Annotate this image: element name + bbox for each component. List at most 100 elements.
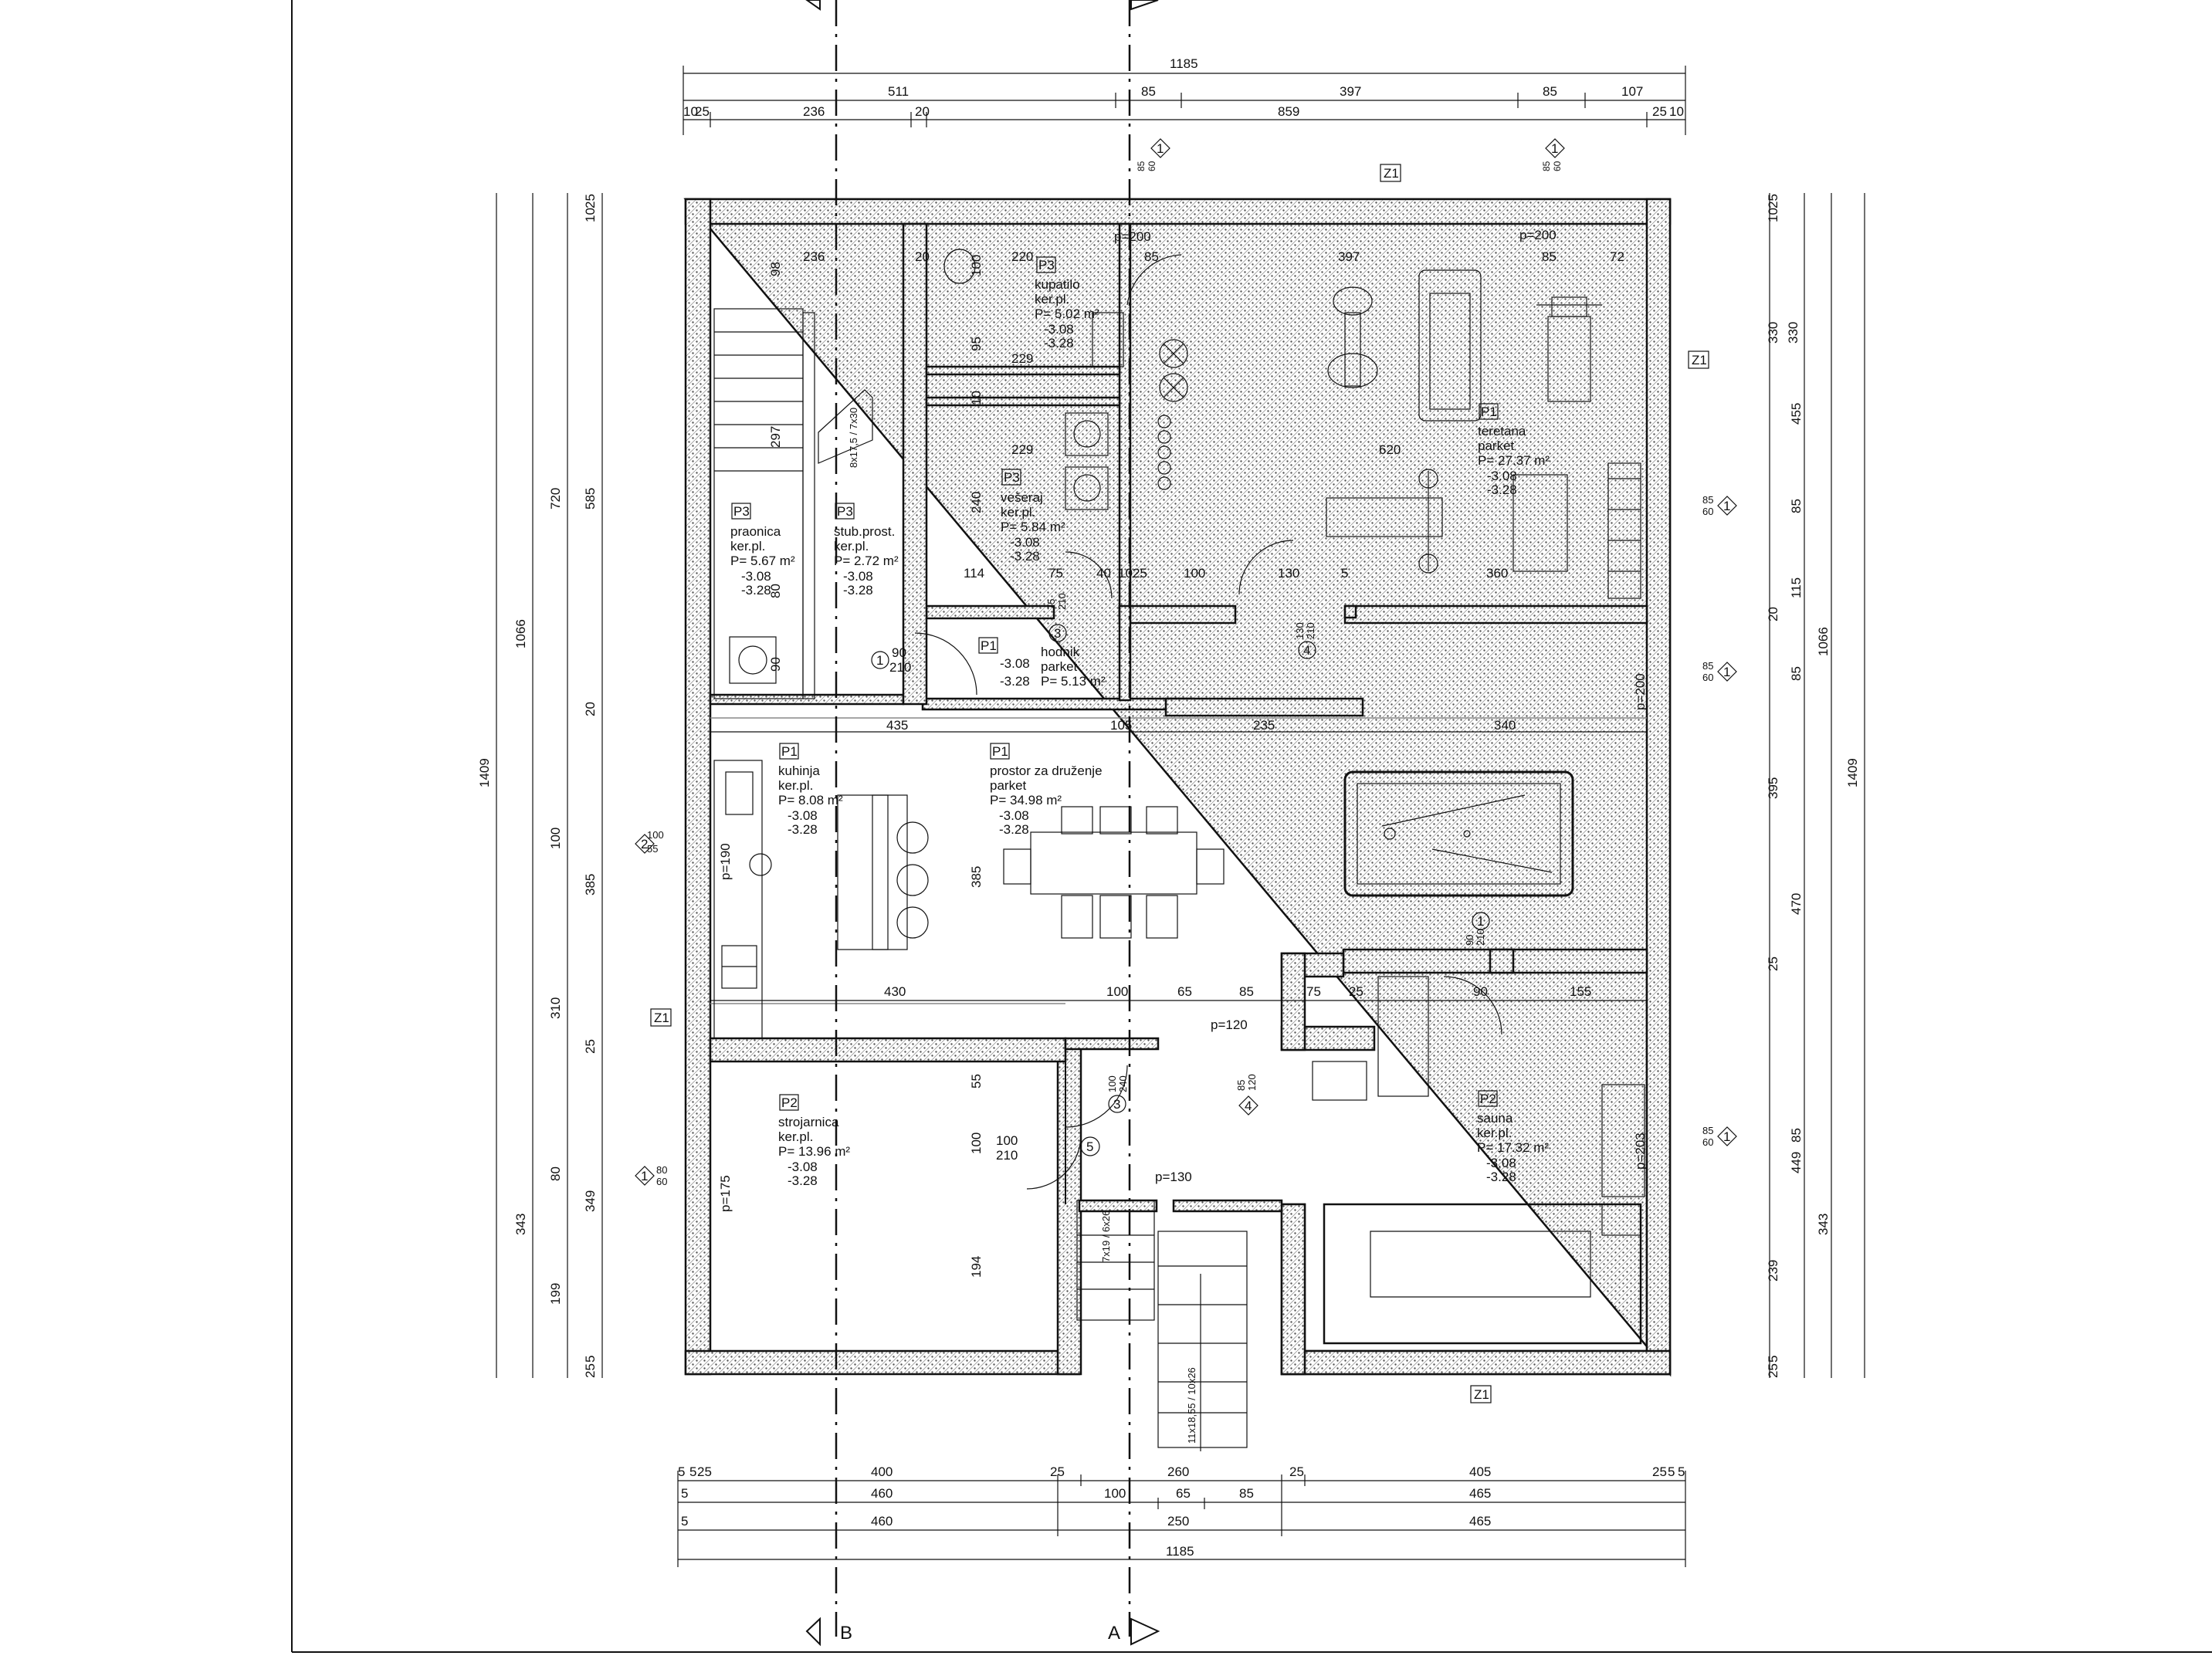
dim-inner-20: 20 bbox=[915, 249, 930, 264]
tag-z1-top: Z1 bbox=[1384, 166, 1399, 181]
dim-right-25c: 25 bbox=[1766, 1363, 1780, 1378]
room-prostor-za-druzenje: P1 prostor za druženje parket P= 34.98 m… bbox=[990, 743, 1103, 837]
door-height: 55 bbox=[647, 843, 658, 855]
room-finish: ker.pl. bbox=[1035, 292, 1069, 306]
door-marker-3-lower: 3 100 240 bbox=[1106, 1075, 1129, 1113]
dim-bot2-465: 465 bbox=[1469, 1486, 1491, 1501]
toilet-icon bbox=[943, 249, 976, 284]
room-name: prostor za druženje bbox=[990, 763, 1103, 778]
dim-social-105: 105 bbox=[1110, 718, 1132, 733]
door-height: 210 bbox=[889, 660, 911, 675]
dim-bot2-5: 5 bbox=[681, 1486, 688, 1501]
room-name: stub.prost. bbox=[834, 524, 895, 539]
dim-top-total: 1185 bbox=[1170, 56, 1198, 71]
stair-notes: 8x17,5 / 7x30 7x19 / 6x26 11x18,55 / 10x… bbox=[848, 408, 1197, 1444]
dim-lower-p175: p=175 bbox=[718, 1175, 733, 1212]
dim-inner-90: 90 bbox=[768, 657, 783, 672]
dim-top-859: 859 bbox=[1278, 104, 1299, 119]
dim-lower-65: 65 bbox=[1177, 984, 1192, 999]
door-width: 90 bbox=[892, 645, 906, 660]
dim-social-385: 385 bbox=[969, 866, 984, 888]
room-area: P= 34.98 m² bbox=[990, 793, 1062, 807]
dim-social-235: 235 bbox=[1253, 718, 1275, 733]
dim-bath-85: 85 bbox=[1144, 249, 1159, 264]
dim-left-25a: 25 bbox=[583, 194, 598, 208]
dim-lower-155: 155 bbox=[1570, 984, 1591, 999]
door-number: 4 bbox=[1303, 643, 1310, 658]
dim-left-349: 349 bbox=[583, 1190, 598, 1212]
dim-lower-100v: 100 bbox=[969, 1133, 984, 1154]
window-number: 1 bbox=[1723, 1129, 1730, 1144]
kitchen-island-icon bbox=[837, 794, 929, 950]
door-number: 3 bbox=[1054, 626, 1061, 641]
dim-lower-100: 100 bbox=[1106, 984, 1128, 999]
window-marker-right-3: 1 85 60 bbox=[1702, 1125, 1737, 1148]
dim-bot-405: 405 bbox=[1469, 1464, 1491, 1479]
dumbbell-rack-icon bbox=[1607, 462, 1641, 599]
dim-right-25b: 25 bbox=[1766, 956, 1780, 971]
exercise-bike-icon bbox=[1327, 286, 1378, 388]
dim-bot-400: 400 bbox=[871, 1464, 893, 1479]
tag-z1-left: Z1 bbox=[654, 1011, 669, 1025]
window-markers: 1 85 60 1 85 60 1 85 60 1 85 60 1 85 60 bbox=[635, 138, 1737, 1187]
room-code: P2 bbox=[1480, 1092, 1496, 1106]
window-marker-top-1: 1 85 60 bbox=[1136, 138, 1170, 171]
dim-right-455: 455 bbox=[1789, 403, 1804, 425]
room-code: P3 bbox=[1038, 258, 1055, 273]
room-level-top: -3.08 bbox=[1044, 322, 1074, 337]
section-tags: Z1 Z1 Z1 Z1 bbox=[650, 164, 1709, 1403]
dim-mid-25: 25 bbox=[1133, 566, 1147, 581]
dim-left-1066: 1066 bbox=[513, 619, 528, 648]
room-code: P2 bbox=[781, 1095, 798, 1110]
room-code: P3 bbox=[733, 504, 750, 519]
room-area: P= 8.08 m² bbox=[778, 793, 843, 807]
room-area: P= 5.84 m² bbox=[1001, 520, 1065, 534]
room-code: P1 bbox=[781, 744, 798, 759]
room-area: P= 2.72 m² bbox=[834, 554, 899, 568]
treadmill-icon bbox=[1418, 269, 1482, 422]
door-height: 210 bbox=[1056, 593, 1068, 610]
dim-bot3-5: 5 bbox=[681, 1514, 688, 1529]
room-name: sauna bbox=[1477, 1111, 1513, 1126]
weight-bench-icon bbox=[1536, 296, 1602, 402]
stair-note-lower2: 11x18,55 / 10x26 bbox=[1186, 1367, 1197, 1444]
room-veseraj: P3 vešeraj ker.pl. P= 5.84 m² -3.08 -3.2… bbox=[1001, 469, 1065, 564]
room-code: P3 bbox=[1004, 470, 1020, 485]
dim-bot3-250: 250 bbox=[1167, 1514, 1189, 1529]
axis-label-b-bottom: B bbox=[840, 1623, 852, 1644]
dim-mid-240: 240 bbox=[969, 492, 984, 513]
dim-right-1409: 1409 bbox=[1845, 758, 1860, 787]
dim-lower-25: 25 bbox=[1349, 984, 1363, 999]
dim-bot3-460: 460 bbox=[871, 1514, 893, 1529]
room-code: P1 bbox=[992, 744, 1008, 759]
dining-table-icon bbox=[1003, 806, 1225, 939]
door-width: 75 bbox=[1045, 599, 1057, 610]
room-praonica: P3 praonica ker.pl. P= 5.67 m² -3.08 -3.… bbox=[730, 503, 795, 598]
dim-top-236: 236 bbox=[803, 104, 825, 119]
dim-right-343: 343 bbox=[1816, 1214, 1831, 1235]
door-height: 210 bbox=[996, 1148, 1018, 1163]
room-code: P1 bbox=[1481, 405, 1497, 419]
room-level-top: -3.08 bbox=[1487, 469, 1517, 483]
room-finish: ker.pl. bbox=[778, 778, 813, 793]
dim-top-20: 20 bbox=[915, 104, 930, 119]
dim-right-449: 449 bbox=[1789, 1152, 1804, 1173]
dim-mid-114: 114 bbox=[964, 566, 984, 581]
room-name: kuhinja bbox=[778, 763, 820, 778]
dim-lower-p120: p=120 bbox=[1211, 1017, 1248, 1032]
shower-icon bbox=[1092, 312, 1124, 367]
dim-mid-229: 229 bbox=[1011, 442, 1033, 457]
window-width: 85 bbox=[1702, 494, 1713, 506]
door-width: 100 bbox=[996, 1133, 1018, 1148]
room-level-bottom: -3.28 bbox=[1487, 482, 1517, 497]
dim-left-80: 80 bbox=[548, 1166, 563, 1181]
window-height: 60 bbox=[1702, 672, 1713, 683]
dim-top-397: 397 bbox=[1340, 84, 1361, 99]
door-width: 100 bbox=[647, 829, 664, 841]
room-teretana: P1 teretana parket P= 27.37 m² -3.08 -3.… bbox=[1478, 403, 1550, 497]
room-hodnik: P1 -3.08 hodnik parket P= 5.13 m² -3.28 bbox=[978, 637, 1106, 689]
room-finish: parket bbox=[1041, 659, 1078, 674]
door-height: 240 bbox=[1117, 1075, 1129, 1092]
dim-bot-5c: 5 bbox=[1668, 1464, 1675, 1479]
washing-machine-icon bbox=[729, 636, 777, 684]
